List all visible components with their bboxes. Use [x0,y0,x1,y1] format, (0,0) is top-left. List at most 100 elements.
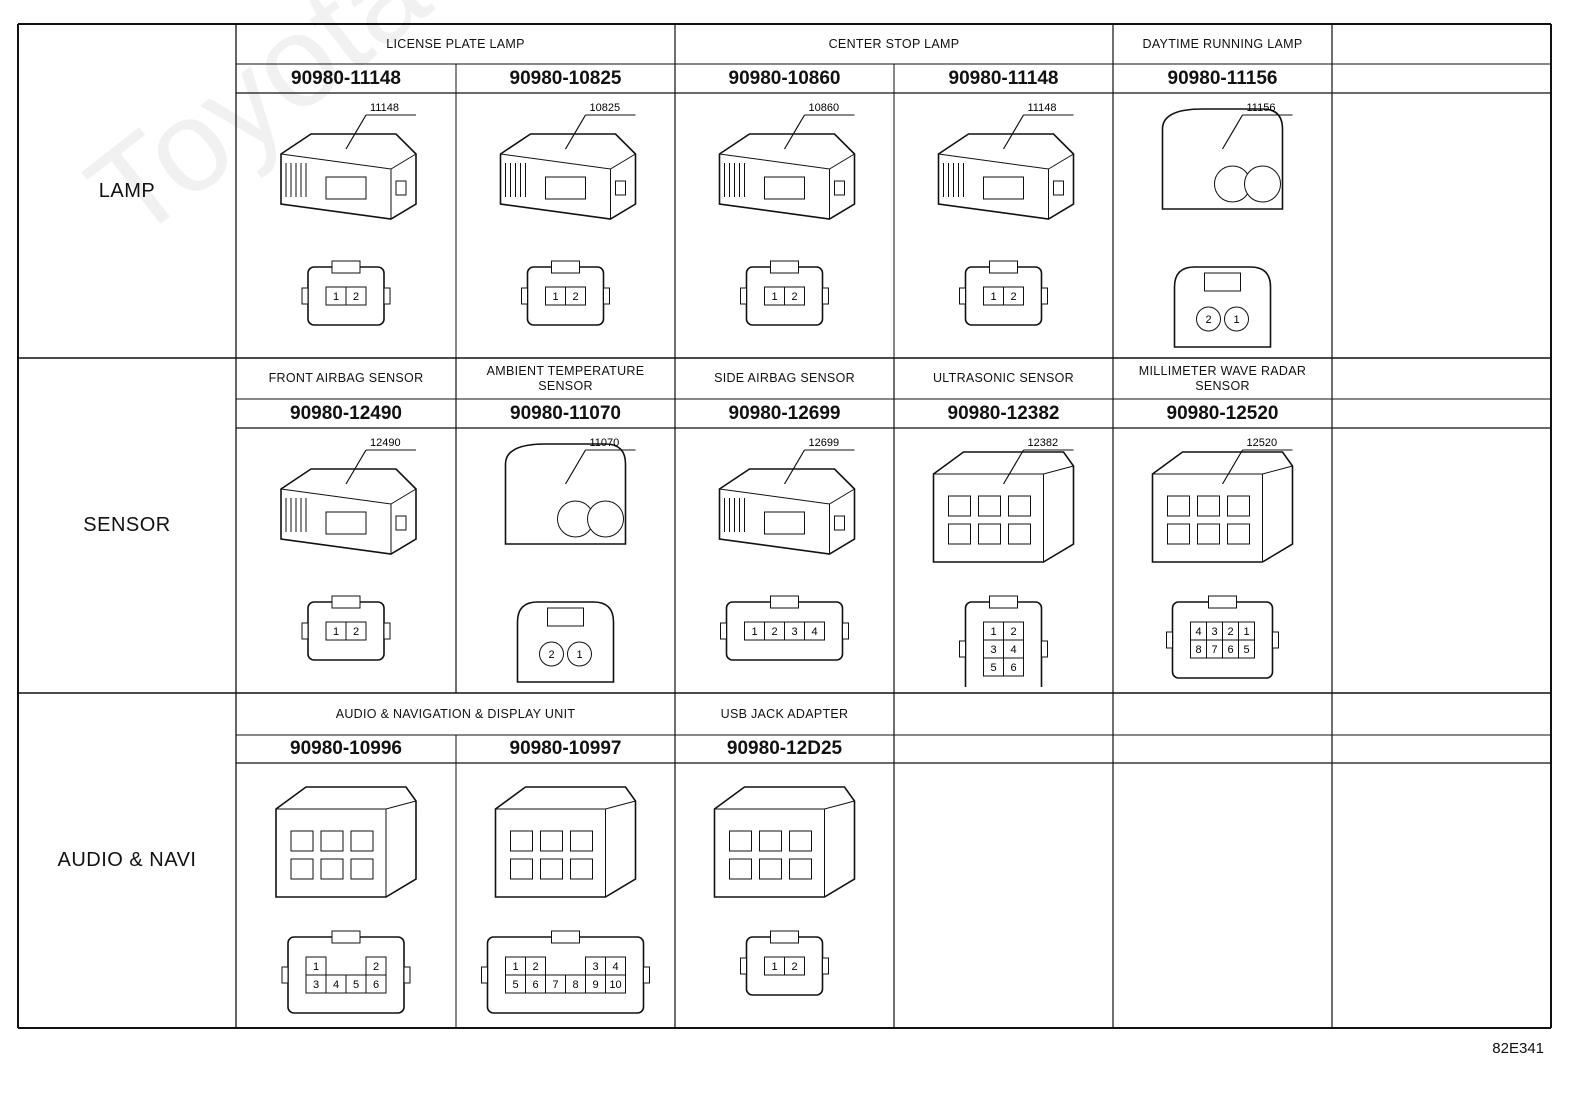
latch [764,511,805,535]
connector-name-2-2 [894,693,1113,735]
pin-number: 8 [1195,644,1201,656]
part-number-2-4-0 [1332,735,1551,763]
terminal-cavity [345,286,367,306]
pin-number: 1 [1243,626,1249,638]
cavity [320,830,344,852]
pin-number: 1 [333,291,339,303]
part-callout-label: 11070 [590,437,620,449]
connector-illustration: 11070 2 1 [504,437,636,683]
connector-body-drawing [280,133,417,220]
pin-number: 3 [1211,626,1217,638]
connector-name-1-0: FRONT AIRBAG SENSOR [268,371,424,385]
callout-arrow [783,114,806,150]
part-number-2-1-0: 90980-12D25 [726,738,843,759]
cavity [729,858,752,880]
lock-tab [834,180,845,196]
pin-number: 1 [990,291,996,303]
side-tab [403,966,411,984]
pin-number: 4 [612,961,618,973]
part-callout-label: 11148 [1028,102,1057,114]
connector-name-0-1: CENTER STOP LAMP [828,36,960,51]
terminal-cavity [804,621,825,641]
terminal-cavity [784,286,805,306]
face-latch [1208,595,1237,609]
pin-number: 2 [1010,626,1016,638]
connector-body-drawing [1161,108,1284,210]
cavity [570,858,593,880]
cavity [1008,523,1031,545]
housing-edge [500,153,636,219]
pin-number: 4 [1195,626,1201,638]
pin-number: 2 [532,961,538,973]
pin-number: 2 [548,649,554,661]
side-tab [643,966,650,984]
cavity [350,858,374,880]
pin-number: 2 [771,626,777,638]
pin-tube [587,500,624,538]
face-latch [331,260,361,274]
pin-number: 5 [990,662,996,674]
pin-number: 6 [373,979,379,991]
part-callout-label: 11156 [1247,102,1276,114]
terminal-cavity [365,974,387,994]
connector-body-drawing [713,786,856,898]
cavity [759,830,782,852]
face-latch [770,930,799,944]
connector-body-drawing [937,133,1075,220]
terminal-cavity [605,974,626,994]
pin-number: 2 [373,961,379,973]
housing-edge [495,800,636,897]
callout-arrow [1221,114,1244,150]
side-tab [383,287,391,305]
part-number-1-4-0: 90980-12520 [1166,402,1279,424]
category-label-1: SENSOR [83,514,171,536]
cavity [540,830,563,852]
cavity [320,858,344,880]
callout-arrow [1002,449,1025,485]
connector-illustration [1336,99,1547,352]
callout-arrow [345,114,367,150]
terminal-pin [1224,306,1249,332]
connector-body-drawing [280,468,417,555]
part-number-2-3-0 [1113,735,1332,763]
pin-number: 6 [1227,644,1233,656]
pin-number: 2 [1227,626,1233,638]
pin-number: 9 [592,979,598,991]
pin-tube [1244,165,1281,203]
face-latch [551,930,580,944]
housing-edge [280,488,417,554]
cavity [729,830,752,852]
housing-edge [938,153,1074,219]
cavity [290,830,314,852]
terminal-cavity [345,621,367,641]
part-number-2-0-1: 90980-10997 [509,738,622,759]
face-latch [770,260,799,274]
part-callout-label: 10860 [809,102,840,114]
connector-name-0-0: LICENSE PLATE LAMP [386,36,525,51]
pin-number: 4 [811,626,817,638]
pin-number: 1 [771,961,777,973]
pin-number: 1 [576,649,582,661]
side-tab [281,966,289,984]
callout-arrow [1221,449,1244,485]
terminal-cavity [1238,639,1255,659]
cavity [510,830,533,852]
pin-number: 1 [1233,314,1239,326]
cavity [978,523,1001,545]
connector-illustration [1336,434,1547,687]
pin-number: 2 [572,291,578,303]
connector-body-drawing [932,451,1075,563]
terminal-cavity [565,286,586,306]
pin-number: 1 [771,291,777,303]
cavity [1167,495,1190,517]
face-latch [1204,272,1241,292]
